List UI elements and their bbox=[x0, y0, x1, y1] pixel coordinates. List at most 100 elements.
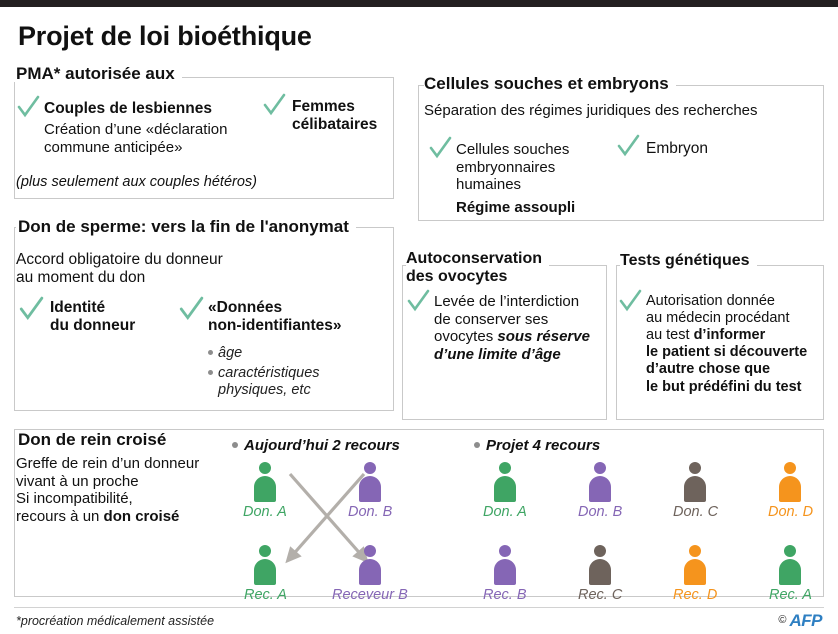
person-icon bbox=[777, 545, 803, 585]
person-body bbox=[589, 559, 611, 585]
panel-sperme bbox=[14, 227, 394, 411]
person-body bbox=[359, 559, 381, 585]
pma-note: (plus seulement aux couples hétéros) bbox=[16, 174, 257, 190]
panel-pma bbox=[14, 77, 394, 199]
rein-group-right-title: Projet 4 recours bbox=[474, 437, 600, 454]
person-head bbox=[499, 462, 511, 474]
person-icon bbox=[587, 462, 613, 502]
panel-cellules bbox=[418, 85, 824, 221]
sperme-item-1: Identité du donneur bbox=[50, 299, 136, 335]
panel-pma-title: PMA* autorisée aux bbox=[14, 65, 182, 82]
check-icon bbox=[428, 136, 452, 160]
sperme-bullet-1-label: caractéristiques physiques, etc bbox=[218, 365, 320, 399]
person-icon bbox=[252, 545, 278, 585]
pma-item-1-sub: Création d’une «déclaration commune anti… bbox=[44, 121, 228, 156]
person-icon bbox=[492, 545, 518, 585]
person-body bbox=[494, 476, 516, 502]
cellules-item-1-bold: Régime assoupli bbox=[456, 199, 576, 216]
person-label: Rec. D bbox=[673, 587, 718, 603]
rein-body: Greffe de rein d’un donneur vivant à un … bbox=[16, 455, 199, 526]
sperme-item-2: «Données non-identifiantes» bbox=[208, 299, 342, 335]
ovocytes-item-emph: sous réserve d’une limite d’âge bbox=[434, 328, 590, 364]
credit: ©AFP bbox=[778, 611, 822, 631]
pma-item-2: Femmes célibataires bbox=[292, 98, 378, 134]
footnote: *procréation médicalement assistée bbox=[16, 614, 215, 628]
rein-body-emph: don croisé bbox=[103, 508, 180, 526]
person-body bbox=[254, 476, 276, 502]
check-icon bbox=[618, 289, 642, 313]
footer-divider bbox=[14, 607, 824, 608]
person-head bbox=[784, 462, 796, 474]
person-label: Don. C bbox=[673, 504, 719, 520]
pma-item-1: Couples de lesbiennes bbox=[44, 100, 212, 117]
person-label: Don. A bbox=[243, 504, 287, 520]
person-label: Rec. C bbox=[578, 587, 623, 603]
person-body bbox=[359, 476, 381, 502]
bullet-dot-icon bbox=[474, 441, 480, 448]
sperme-bullet-0: âge bbox=[208, 345, 242, 362]
check-icon bbox=[16, 95, 40, 119]
person-label: Receveur B bbox=[332, 587, 408, 603]
person-body bbox=[779, 476, 801, 502]
cellules-item-1: Cellules souches embryonnaires humaines bbox=[456, 141, 570, 194]
cellules-subtitle: Séparation des régimes juridiques des re… bbox=[424, 102, 758, 119]
person-body bbox=[494, 559, 516, 585]
person-head bbox=[689, 462, 701, 474]
cross-arrows-icon bbox=[285, 472, 369, 564]
person-head bbox=[364, 462, 376, 474]
rein-group-right-label: Projet 4 recours bbox=[486, 437, 601, 454]
person-head bbox=[499, 545, 511, 557]
person-label: Rec. A bbox=[244, 587, 287, 603]
person-label: Don. B bbox=[348, 504, 393, 520]
person-icon bbox=[357, 462, 383, 502]
person-icon bbox=[587, 545, 613, 585]
check-icon bbox=[406, 289, 430, 313]
panel-ovocytes-title: Autoconservation des ovocytes bbox=[406, 250, 550, 287]
bullet-dot-icon bbox=[208, 349, 213, 355]
person-head bbox=[594, 462, 606, 474]
person-label: Rec. B bbox=[483, 587, 527, 603]
rein-group-left-label: Aujourd’hui 2 recours bbox=[244, 437, 400, 454]
person-head bbox=[259, 545, 271, 557]
rein-group-left-title: Aujourd’hui 2 recours bbox=[232, 437, 400, 454]
check-icon bbox=[616, 134, 640, 158]
person-label: Don. B bbox=[578, 504, 623, 520]
person-head bbox=[594, 545, 606, 557]
tests-item: Autorisation donnée au médecin procédant… bbox=[646, 293, 807, 396]
person-label: Rec. A bbox=[769, 587, 812, 603]
infographic-sheet: Projet de loi bioéthique PMA* autorisée … bbox=[0, 7, 838, 634]
person-head bbox=[784, 545, 796, 557]
ovocytes-item-text: Levée de l’interdiction de conserver ses… bbox=[434, 293, 580, 346]
person-icon bbox=[357, 545, 383, 585]
person-label: Don. A bbox=[483, 504, 527, 520]
panel-rein-title: Don de rein croisé bbox=[16, 431, 174, 448]
person-head bbox=[259, 462, 271, 474]
person-body bbox=[684, 476, 706, 502]
panel-tests-title: Tests génétiques bbox=[620, 253, 757, 269]
panel-ovocytes bbox=[402, 265, 607, 420]
person-icon bbox=[682, 545, 708, 585]
cellules-item-2: Embryon bbox=[646, 140, 709, 157]
copyright-symbol: © bbox=[778, 614, 787, 626]
person-body bbox=[254, 559, 276, 585]
check-icon bbox=[262, 93, 286, 117]
afp-logo: AFP bbox=[789, 611, 823, 630]
person-label: Don. D bbox=[768, 504, 814, 520]
sperme-subtitle: Accord obligatoire du donneur au moment … bbox=[16, 251, 223, 287]
sperme-bullet-0-label: âge bbox=[218, 345, 243, 361]
check-icon bbox=[178, 296, 204, 322]
person-body bbox=[684, 559, 706, 585]
panel-tests bbox=[616, 265, 824, 420]
person-body bbox=[589, 476, 611, 502]
bullet-dot-icon bbox=[232, 441, 238, 448]
panel-cellules-title: Cellules souches et embryons bbox=[424, 75, 676, 92]
sperme-bullet-1: caractéristiques physiques, etc bbox=[208, 365, 320, 400]
person-head bbox=[364, 545, 376, 557]
ovocytes-item: Levée de l’interdiction de conserver ses… bbox=[434, 293, 590, 364]
person-icon bbox=[492, 462, 518, 502]
person-icon bbox=[777, 462, 803, 502]
person-icon bbox=[682, 462, 708, 502]
tests-item-text: Autorisation donnée au médecin procédant… bbox=[646, 293, 790, 344]
page-title: Projet de loi bioéthique bbox=[18, 21, 312, 51]
person-icon bbox=[252, 462, 278, 502]
